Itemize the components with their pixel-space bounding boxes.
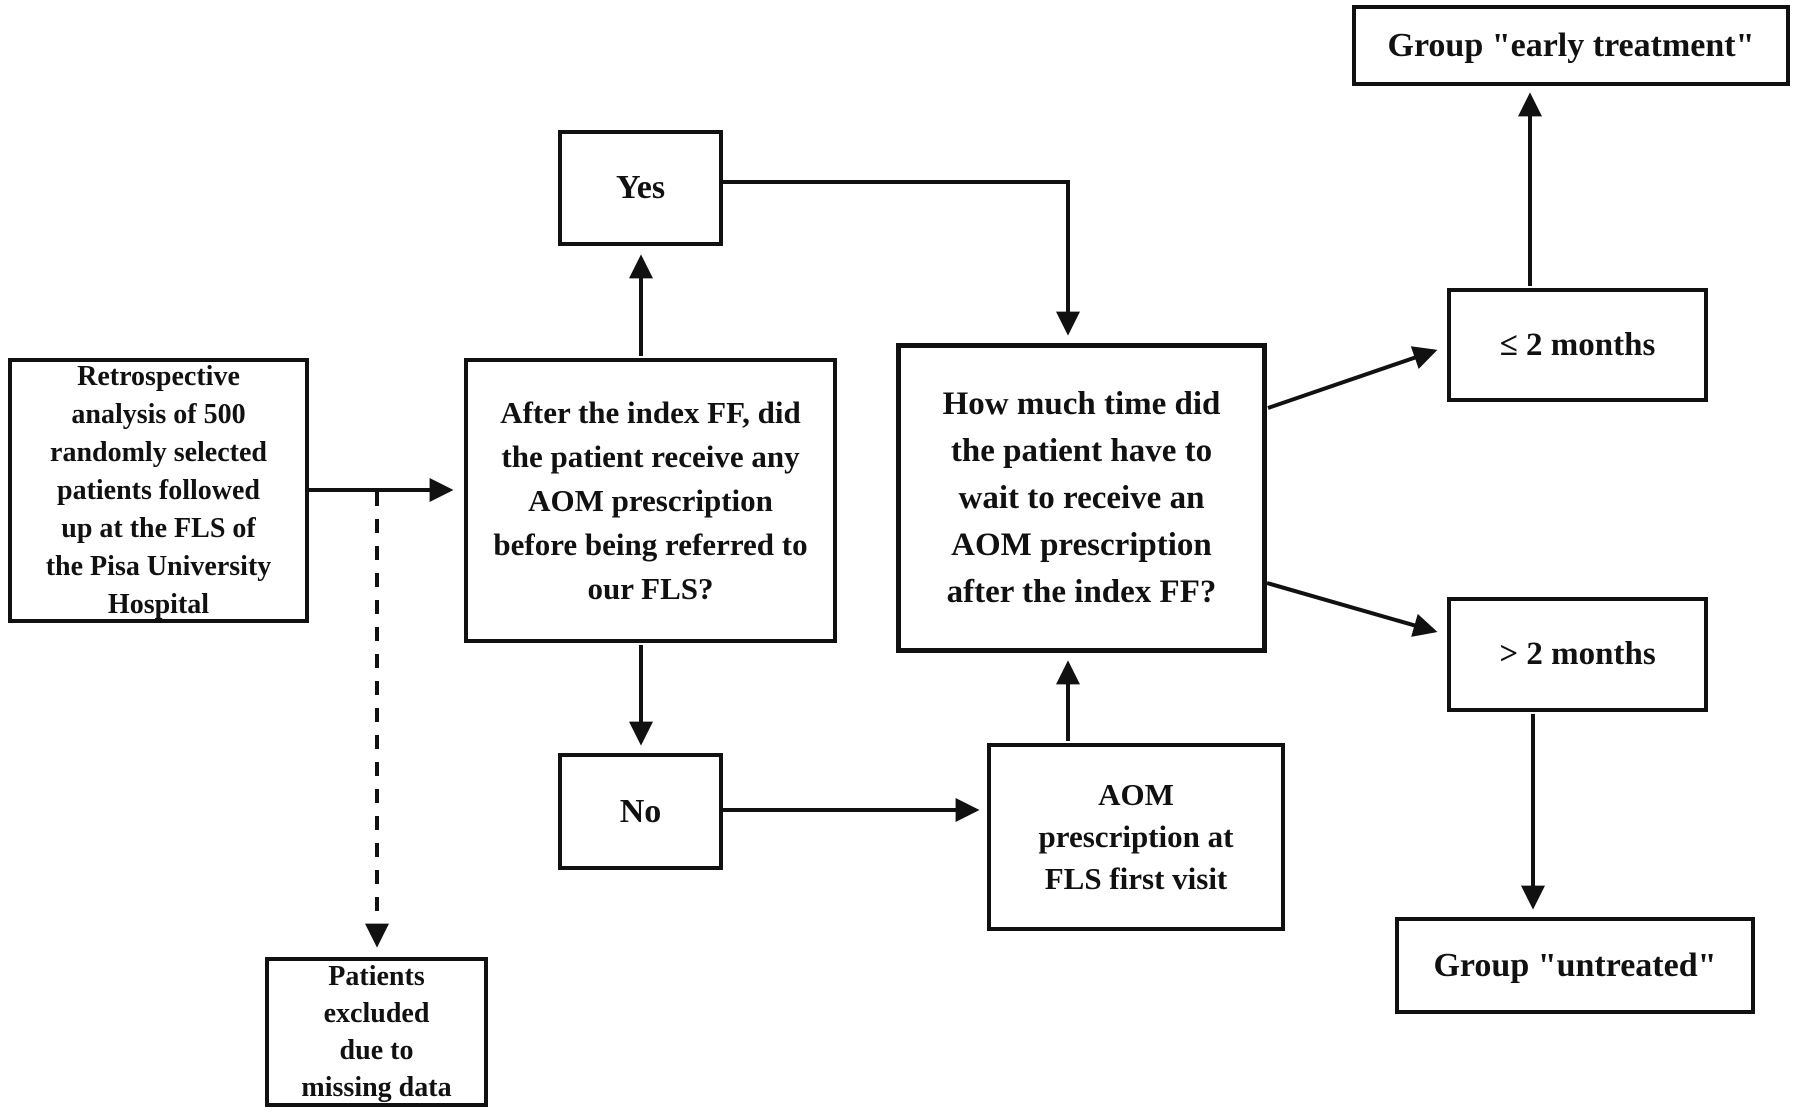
node-prior-aom-question-label: After the index FF, did the patient rece… (493, 394, 808, 606)
arrow-wait-to-le2 (1267, 346, 1438, 410)
node-group-early-treatment: Group "early treatment" (1352, 5, 1790, 86)
node-prior-aom-question: After the index FF, did the patient rece… (464, 358, 837, 643)
node-patients-excluded: Patients excluded due to missing data (265, 957, 488, 1107)
arrow-yes-to-wait (723, 180, 1080, 336)
node-no: No (558, 753, 723, 870)
arrow-wait-to-gt2 (1266, 581, 1438, 637)
node-gt-2-months-label: > 2 months (1499, 636, 1656, 672)
node-fls-prescription-label: AOM prescription at FLS first visit (1038, 777, 1234, 896)
node-yes: Yes (558, 130, 723, 246)
node-no-label: No (619, 792, 662, 830)
node-le-2-months-label: ≤ 2 months (1499, 326, 1656, 363)
node-source: Retrospective analysis of 500 randomly s… (8, 358, 309, 623)
node-le-2-months: ≤ 2 months (1447, 288, 1708, 402)
node-fls-prescription: AOM prescription at FLS first visit (987, 743, 1285, 931)
node-source-label: Retrospective analysis of 500 randomly s… (45, 360, 272, 620)
node-group-untreated-label: Group "untreated" (1433, 946, 1717, 984)
node-group-untreated: Group "untreated" (1395, 917, 1755, 1014)
node-gt-2-months: > 2 months (1447, 597, 1708, 712)
node-wait-time-question-label: How much time did the patient have to wa… (942, 385, 1221, 610)
node-yes-label: Yes (615, 169, 666, 206)
node-group-early-treatment-label: Group "early treatment" (1387, 26, 1755, 64)
node-patients-excluded-label: Patients excluded due to missing data (301, 961, 452, 1103)
node-wait-time-question: How much time did the patient have to wa… (896, 343, 1267, 653)
